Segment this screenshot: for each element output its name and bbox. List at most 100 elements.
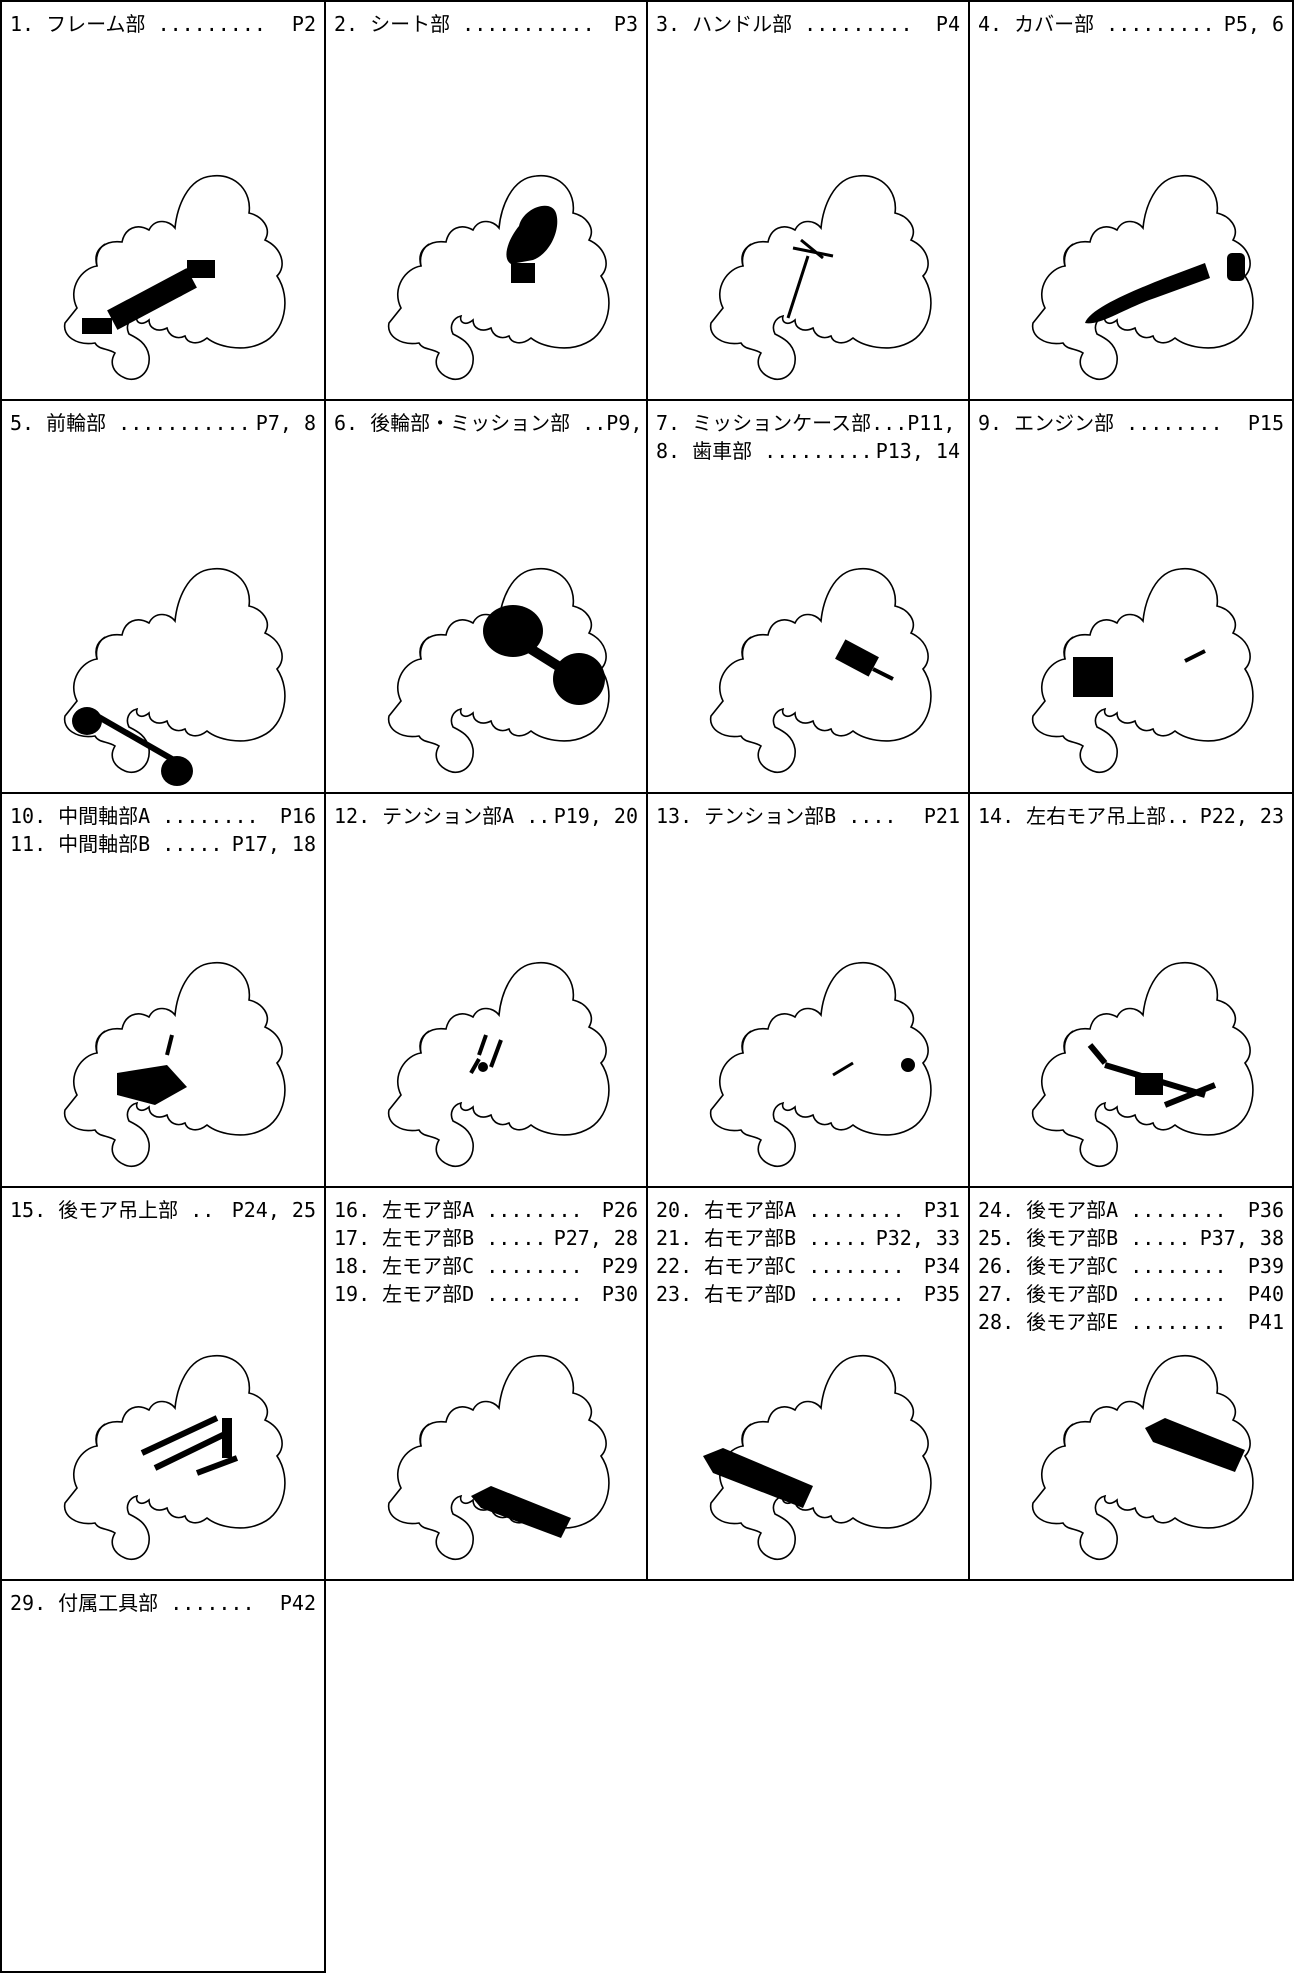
highlighted-part <box>471 1486 571 1538</box>
section-entry: 20. 右モア部A ........P31 <box>656 1196 960 1224</box>
tractor-outline-detail <box>95 1030 106 1054</box>
page-reference: P3 <box>613 12 638 36</box>
section-entry: 14. 左右モア吊上部.. P22, 23 <box>978 802 1284 830</box>
section-label: 21. 右モア部B ..... <box>656 1226 869 1250</box>
tractor-diagram <box>1031 568 1254 773</box>
section-cell: 14. 左右モア吊上部.. P22, 23 <box>968 792 1294 1188</box>
page-reference: P29 <box>601 1254 638 1278</box>
highlighted-part <box>161 756 193 786</box>
section-entry: 5. 前輪部 ...........P7, 8 <box>10 409 316 437</box>
section-labels: 14. 左右モア吊上部.. P22, 23 <box>978 802 1284 830</box>
tractor-diagram <box>63 1355 286 1560</box>
section-entry: 23. 右モア部D ........P35 <box>656 1280 960 1308</box>
tractor-diagram <box>63 175 286 380</box>
section-entry: 16. 左モア部A ........P26 <box>334 1196 638 1224</box>
highlighted-part <box>187 260 215 278</box>
section-cell: 6. 後輪部・ミッション部 ..P9, 10 <box>324 399 679 794</box>
tractor-diagram <box>387 568 610 773</box>
section-cell: 4. カバー部 ......... P5, 6 <box>968 0 1294 401</box>
tractor-diagram <box>1031 175 1254 380</box>
section-labels: 13. テンション部B .... P21 <box>656 802 960 830</box>
section-label: 3. ハンドル部 ......... <box>656 12 913 36</box>
section-entry: 17. 左モア部B .....P27, 28 <box>334 1224 638 1252</box>
highlighted-part <box>511 263 535 283</box>
section-entry: 21. 右モア部B .....P32, 33 <box>656 1224 960 1252</box>
tractor-outline-detail <box>1063 243 1074 267</box>
tractor-diagram <box>387 1355 610 1560</box>
section-labels: 6. 後輪部・ミッション部 ..P9, 10 <box>334 409 679 437</box>
section-label: 28. 後モア部E ........ <box>978 1310 1227 1334</box>
tractor-outline <box>387 962 610 1167</box>
tractor-diagram <box>709 175 932 380</box>
highlighted-part <box>703 1448 813 1508</box>
section-entry: 19. 左モア部D ........P30 <box>334 1280 638 1308</box>
page-reference: P37, 38 <box>1199 1226 1284 1250</box>
section-label: 10. 中間軸部A ........ <box>10 804 259 828</box>
section-label: 26. 後モア部C ........ <box>978 1254 1227 1278</box>
section-entry: 26. 後モア部C ........P39 <box>978 1252 1284 1280</box>
highlighted-part <box>832 1061 854 1077</box>
highlighted-part <box>1227 253 1245 281</box>
tractor-outline-detail <box>95 1423 106 1447</box>
tractor-outline <box>1031 1355 1254 1560</box>
highlighted-part <box>835 639 879 677</box>
page-reference: P2 <box>291 12 316 36</box>
tractor-outline-detail <box>419 1423 430 1447</box>
page-reference: P5, 6 <box>1223 12 1284 36</box>
section-label: 9. エンジン部 ........ <box>978 411 1223 435</box>
tractor-outline-detail <box>741 243 752 267</box>
section-entry: 25. 後モア部B .....P37, 38 <box>978 1224 1284 1252</box>
section-entry: 29. 付属工具部 ....... P42 <box>10 1589 316 1617</box>
section-label: 24. 後モア部A ........ <box>978 1198 1227 1222</box>
section-labels: 1. フレーム部 ......... P2 <box>10 10 316 38</box>
section-cell: 15. 後モア吊上部 ..P24, 25 <box>0 1186 326 1581</box>
highlighted-part <box>222 1418 232 1458</box>
section-label: 29. 付属工具部 ....... <box>10 1591 255 1615</box>
section-label: 13. テンション部B .... <box>656 804 897 828</box>
section-entry: 3. ハンドル部 ......... P4 <box>656 10 960 38</box>
section-labels: 12. テンション部A ..P19, 20 <box>334 802 638 830</box>
tractor-diagram <box>709 568 932 773</box>
tractor-outline <box>1031 175 1254 380</box>
tractor-diagram <box>387 175 610 380</box>
page-reference: P4 <box>935 12 960 36</box>
page-reference: P17, 18 <box>231 832 316 856</box>
highlighted-part <box>786 238 834 319</box>
section-cell: 9. エンジン部 ........P15 <box>968 399 1294 794</box>
tractor-outline-detail <box>419 636 430 660</box>
page-reference: P22, 23 <box>1199 804 1284 828</box>
section-label: 15. 後モア吊上部 .. <box>10 1198 215 1222</box>
page-reference: P21 <box>923 804 960 828</box>
section-label: 4. カバー部 ......... <box>978 12 1215 36</box>
highlighted-part <box>82 318 112 334</box>
section-entry: 27. 後モア部D ........P40 <box>978 1280 1284 1308</box>
section-cell: 1. フレーム部 ......... P2 <box>0 0 326 401</box>
tractor-diagram <box>63 568 286 786</box>
section-entry: 4. カバー部 ......... P5, 6 <box>978 10 1284 38</box>
section-label: 6. 後輪部・ミッション部 .. <box>334 411 607 435</box>
tractor-outline <box>1031 568 1254 773</box>
tractor-outline-detail <box>741 1423 752 1447</box>
section-label: 14. 左右モア吊上部.. <box>978 804 1191 828</box>
tractor-outline <box>63 568 286 773</box>
section-labels: 2. シート部 ...........P3 <box>334 10 638 38</box>
page-reference: P32, 33 <box>875 1226 960 1250</box>
tractor-outline <box>63 175 286 380</box>
section-labels: 5. 前輪部 ...........P7, 8 <box>10 409 316 437</box>
highlighted-part <box>140 1415 239 1476</box>
section-cell: 29. 付属工具部 ....... P42 <box>0 1579 326 1973</box>
section-entry: 24. 後モア部A ........P36 <box>978 1196 1284 1224</box>
section-cell: 12. テンション部A ..P19, 20 <box>324 792 648 1188</box>
section-label: 27. 後モア部D ........ <box>978 1282 1227 1306</box>
page-reference: P42 <box>279 1591 316 1615</box>
tractor-outline <box>709 568 932 773</box>
section-entry: 28. 後モア部E ........P41 <box>978 1308 1284 1336</box>
highlighted-part <box>165 1034 174 1056</box>
highlighted-part <box>95 713 174 762</box>
section-entry: 6. 後輪部・ミッション部 ..P9, 10 <box>334 409 679 437</box>
section-label: 1. フレーム部 ......... <box>10 12 266 36</box>
